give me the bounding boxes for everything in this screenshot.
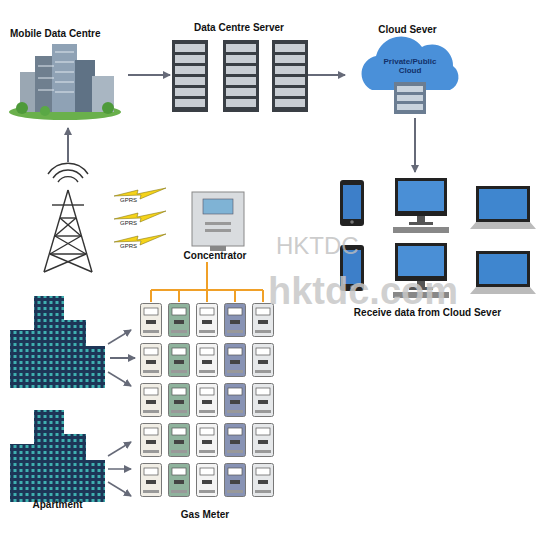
node-label: Concentrator: [175, 250, 255, 261]
illustration-node: Mobile Data Centre: [8, 28, 128, 122]
flow-arrow: [110, 357, 135, 359]
bus-line: [206, 262, 208, 300]
illustration-node: Receive data from Cloud Sever: [330, 172, 545, 322]
illustration-node: Concentrator: [175, 188, 255, 262]
illustration-node: Cloud SeverPrivate/Public Cloud: [345, 22, 470, 118]
signal-label: GPRS: [120, 220, 137, 226]
node-label: Receive data from Cloud Sever: [320, 307, 535, 318]
illustration-node: Data Centre Server: [170, 20, 308, 116]
flow-arrow: [308, 74, 345, 76]
flow-arrow: [128, 74, 170, 76]
signal-label: GPRS: [120, 197, 137, 203]
flow-arrow: [414, 118, 416, 172]
node-label: Cloud Sever: [345, 24, 470, 35]
watermark: HKTDC: [276, 232, 359, 260]
node-label: Data Centre Server: [170, 22, 308, 33]
signal-label: GPRS: [120, 243, 137, 249]
node-label: Apartment: [5, 499, 110, 510]
illustration-node: Gas Meter: [135, 300, 275, 524]
watermark: hktdc.com: [268, 270, 458, 313]
illustration-node: Apartment: [5, 292, 110, 514]
inner-label: Private/Public Cloud: [380, 57, 440, 75]
node-label: Mobile Data Centre: [10, 28, 128, 39]
node-label: Gas Meter: [135, 509, 275, 520]
